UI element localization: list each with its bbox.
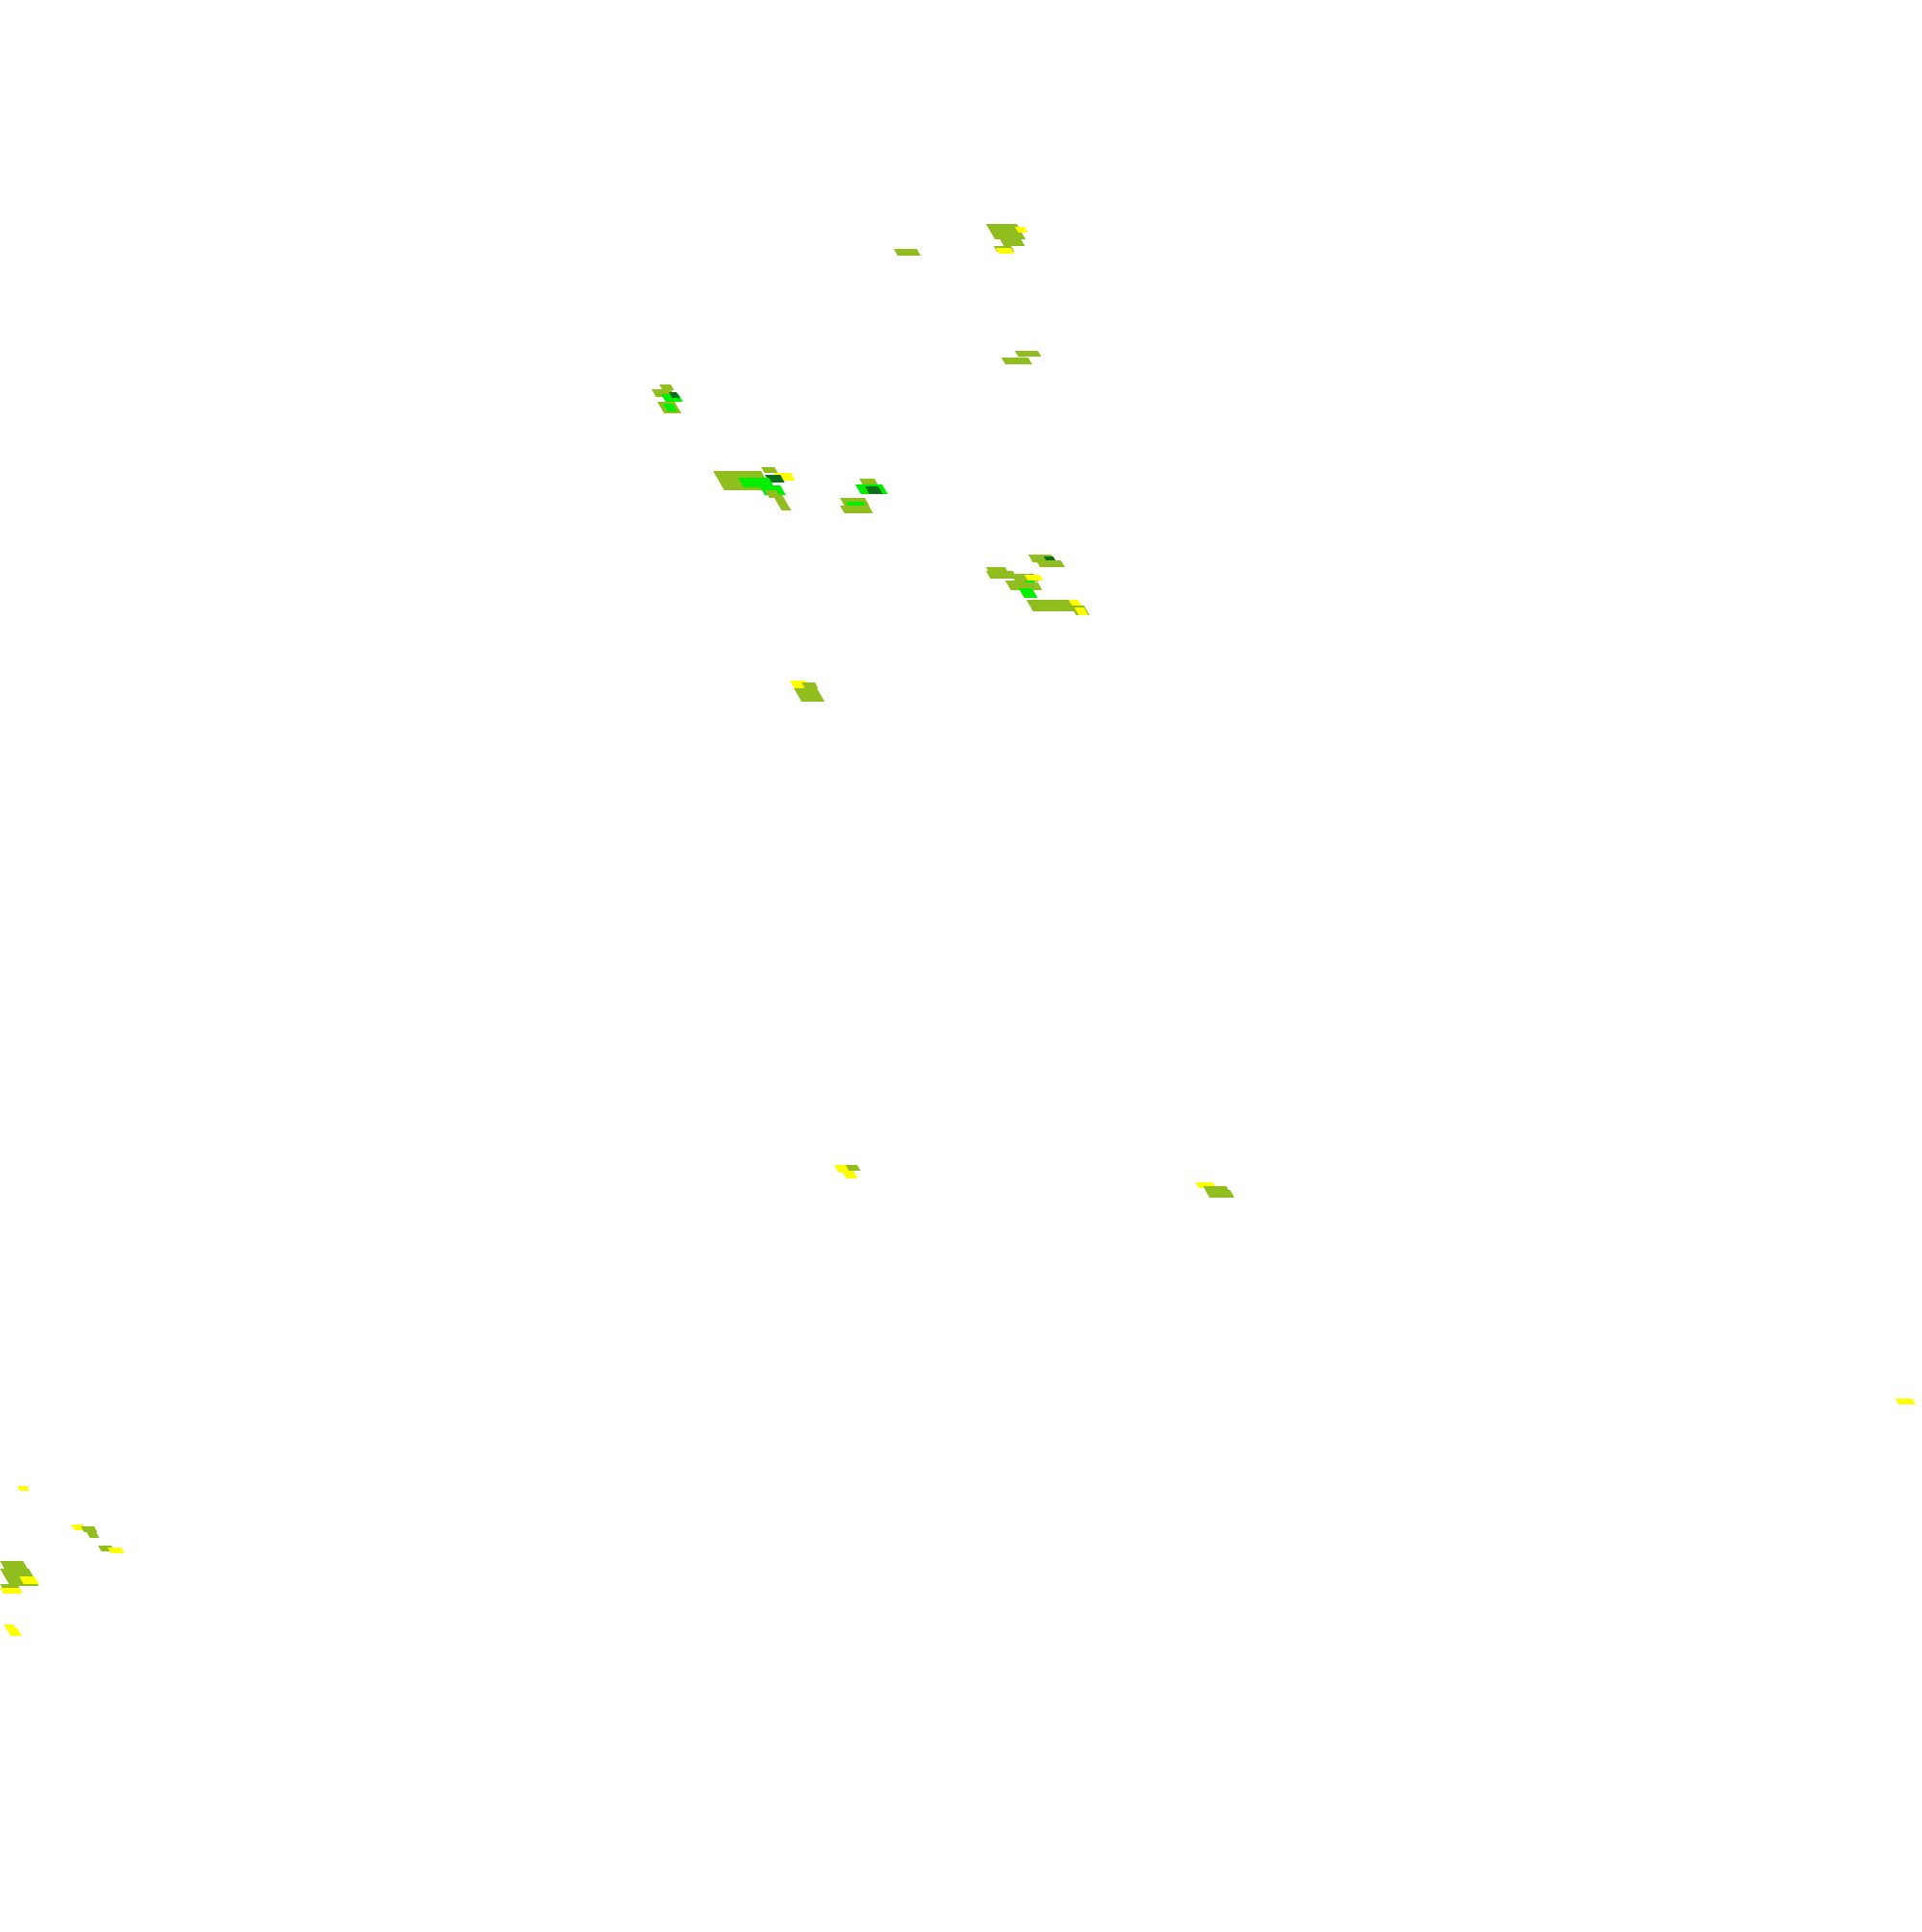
map-cell <box>669 392 680 398</box>
map-cell <box>1015 227 1028 233</box>
map-cell <box>1205 1190 1235 1198</box>
map-cell <box>1005 581 1030 590</box>
map-cell <box>0 1588 23 1594</box>
map-cell <box>17 1486 30 1491</box>
map-cell <box>1024 575 1044 581</box>
map-cell <box>0 1561 28 1569</box>
map-cell <box>846 1165 861 1171</box>
map-cell <box>1026 600 1081 611</box>
map-cell <box>108 1548 125 1553</box>
map-cell <box>1895 1399 1916 1404</box>
map-cell <box>86 1532 100 1538</box>
map-cell <box>986 571 1018 579</box>
map-cells-layer <box>0 224 1916 1636</box>
map-cell <box>19 1576 39 1584</box>
map-cell <box>1001 358 1033 364</box>
map-cell <box>842 1171 858 1178</box>
map-cell <box>894 249 922 256</box>
map-cell <box>738 478 775 487</box>
map-cell <box>840 506 874 513</box>
map-cell <box>996 248 1015 254</box>
map-cell <box>663 404 678 411</box>
map-cell <box>865 486 883 494</box>
map-cell <box>761 467 778 473</box>
map-cell <box>12 1628 22 1636</box>
map-cell <box>765 490 781 498</box>
map-cell <box>659 384 675 390</box>
map-cell <box>801 682 819 688</box>
map-cell <box>1019 588 1038 598</box>
map-cell <box>794 688 825 702</box>
map-cell <box>1074 607 1089 615</box>
map-cell <box>1015 351 1042 357</box>
map-cell <box>859 479 878 484</box>
map-cell <box>999 238 1025 246</box>
map-cell <box>1036 560 1066 567</box>
map-cell <box>81 1526 98 1532</box>
map-cell <box>773 495 792 510</box>
